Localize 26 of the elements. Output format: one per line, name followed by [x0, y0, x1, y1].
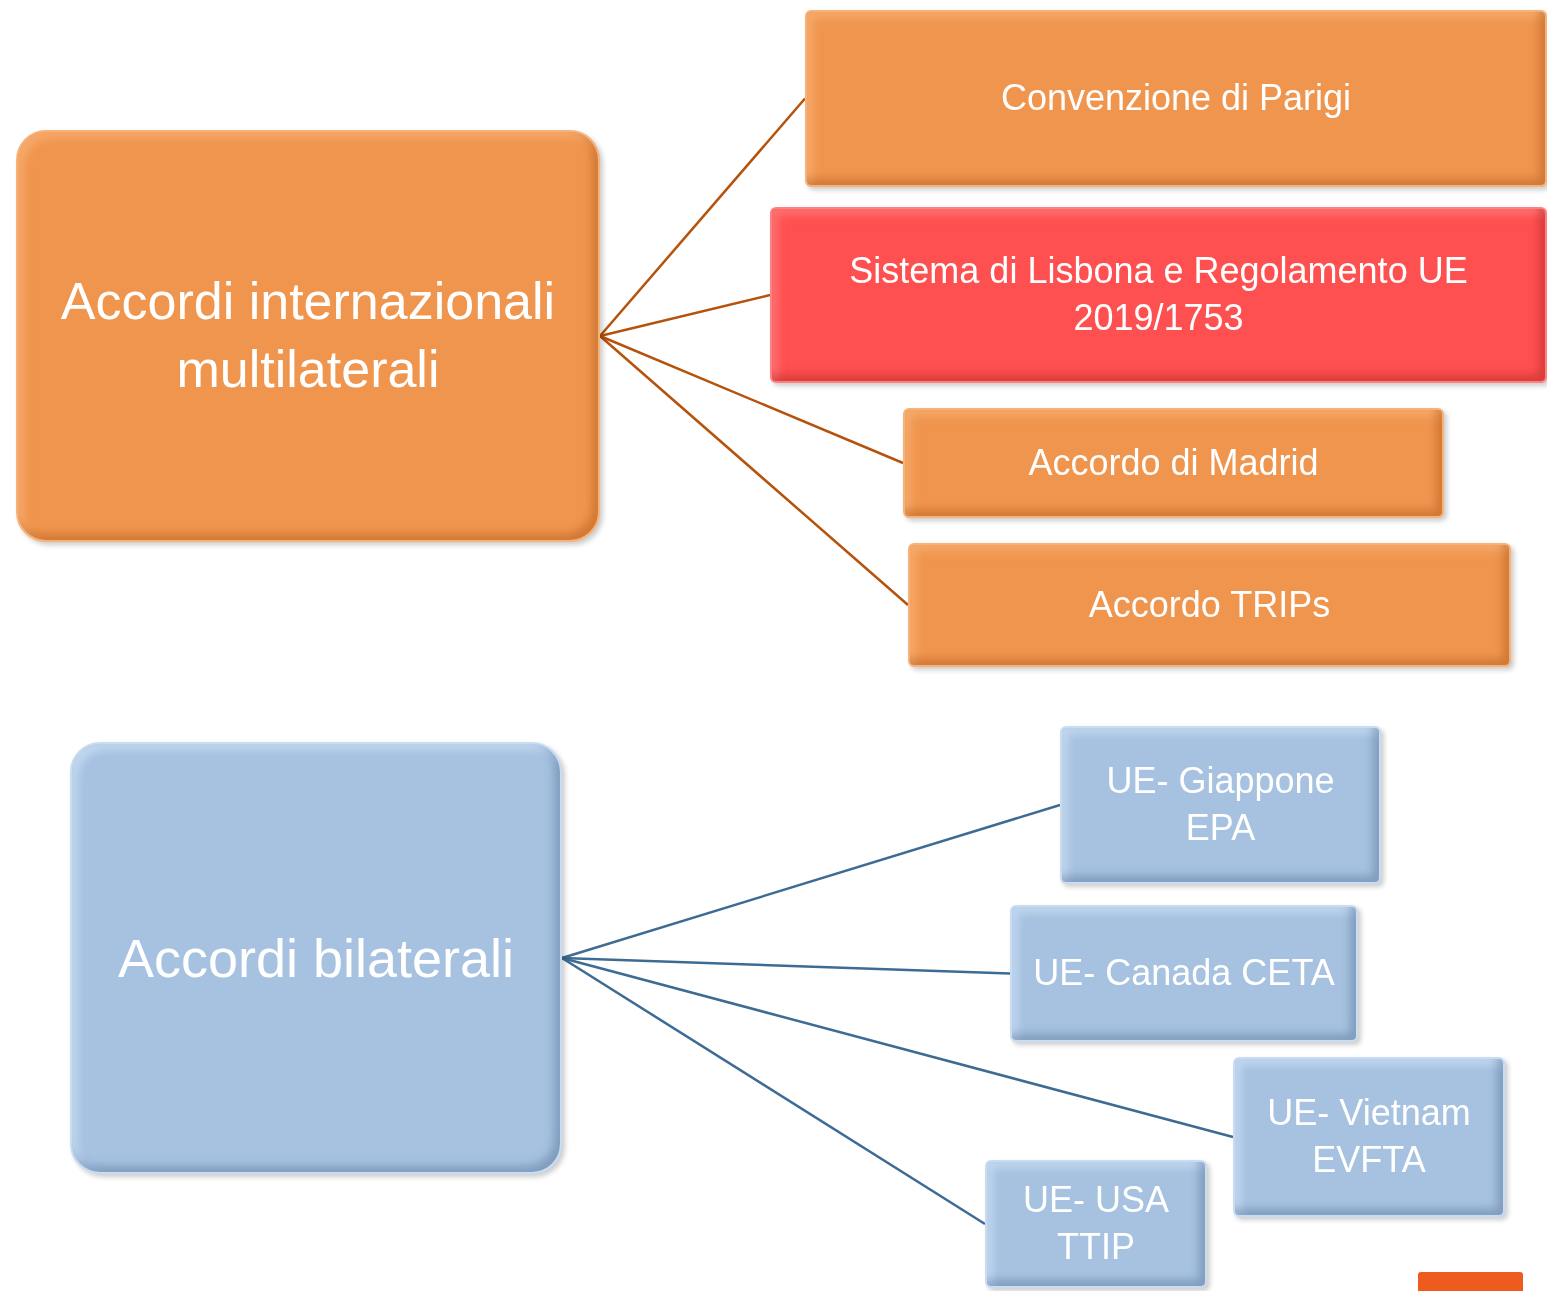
- agreement-card: [1060, 726, 1381, 884]
- connector-line: [599, 335, 909, 606]
- node-label: UE- Giappone EPA: [1105, 759, 1336, 850]
- agreement-card: [908, 543, 1511, 667]
- agreement-card: [70, 742, 562, 1174]
- node-label: UE- USA TTIP: [1022, 1178, 1170, 1269]
- node-label: Accordo TRIPs: [1088, 582, 1331, 627]
- connector-line: [599, 334, 904, 465]
- node-label: Convenzione di Parigi: [1000, 76, 1352, 121]
- agreement-card: [770, 207, 1547, 383]
- node-label: UE- Canada CETA: [1033, 951, 1335, 996]
- agreement-card: [1010, 905, 1358, 1042]
- agreement-card: [903, 408, 1444, 518]
- node-label: Accordi bilaterali: [117, 926, 515, 990]
- agreement-card: [805, 10, 1547, 187]
- agreement-card: [985, 1160, 1207, 1288]
- connector-line: [561, 803, 1061, 960]
- node-label: UE- Vietnam EVFTA: [1266, 1091, 1472, 1182]
- connector-line: [561, 956, 986, 1226]
- connector-line: [599, 293, 771, 338]
- node-label: Sistema di Lisbona e Regolamento UE 2019/1753: [848, 249, 1469, 340]
- agreement-card: [16, 130, 600, 542]
- node-label: Accordi internazionali multilaterali: [59, 271, 557, 400]
- connector-line: [599, 97, 806, 337]
- node-label: Accordo di Madrid: [1028, 440, 1319, 485]
- agreement-card: [1233, 1057, 1505, 1217]
